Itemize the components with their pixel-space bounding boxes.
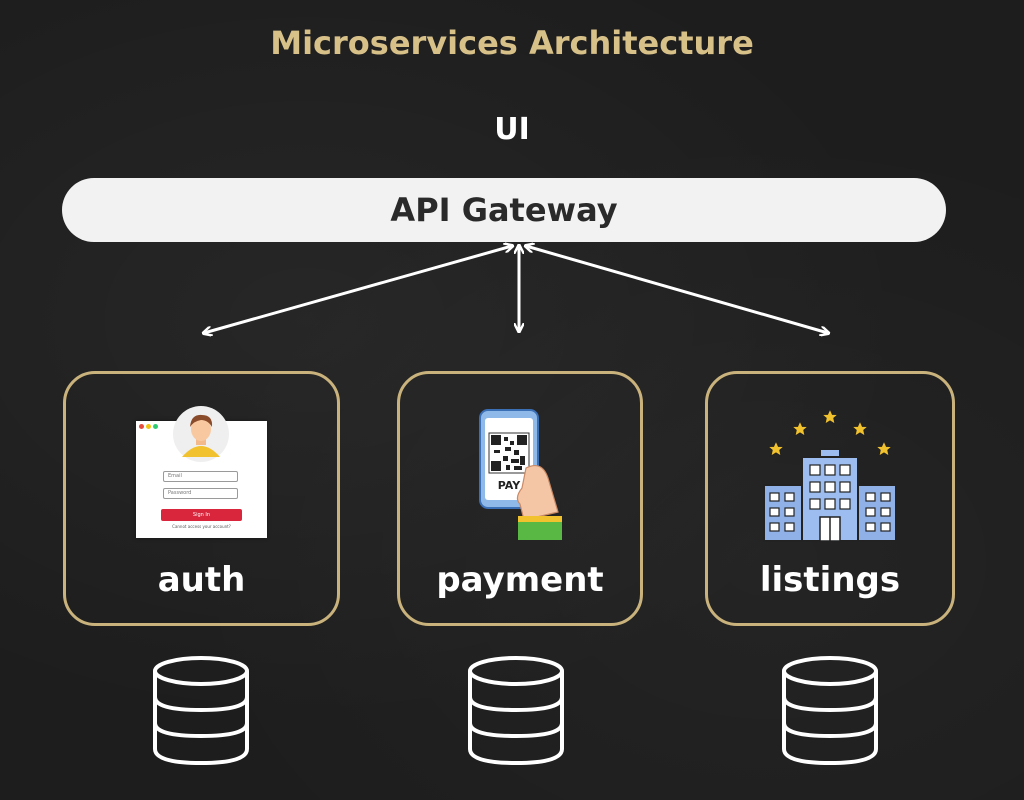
api-gateway-label: API Gateway — [390, 191, 618, 229]
service-label-listings: listings — [759, 560, 901, 600]
service-label-payment: payment — [436, 560, 604, 600]
diagram-title: Microservices Architecture — [270, 24, 754, 62]
help-text: Cannot access your account? — [172, 524, 231, 529]
service-card-payment: payment — [397, 371, 643, 626]
email-field: Email — [163, 471, 238, 482]
arrow-to-auth — [204, 246, 512, 333]
arrow-to-listings — [526, 246, 828, 333]
ui-label: UI — [494, 112, 530, 147]
service-label-auth: auth — [157, 560, 246, 600]
database-icon-auth — [153, 656, 249, 766]
star-icon — [767, 440, 785, 457]
qr-payment-icon: PAY — [479, 409, 562, 540]
star-icon — [821, 408, 839, 425]
api-gateway-node: API Gateway — [62, 178, 946, 242]
database-icon-listings — [782, 656, 878, 766]
star-icon — [851, 420, 869, 437]
window-dots — [139, 424, 158, 429]
star-icon — [791, 420, 809, 437]
database-icon-payment — [468, 656, 564, 766]
star-icon — [875, 440, 893, 457]
hotel-building-icon — [763, 408, 897, 542]
pay-text: PAY — [498, 479, 522, 492]
avatar-icon — [173, 406, 229, 462]
service-card-auth: auth — [63, 371, 340, 626]
service-card-listings: listings — [705, 371, 955, 626]
sign-in-button: Sign In — [161, 509, 242, 521]
password-field: Password — [163, 488, 238, 499]
